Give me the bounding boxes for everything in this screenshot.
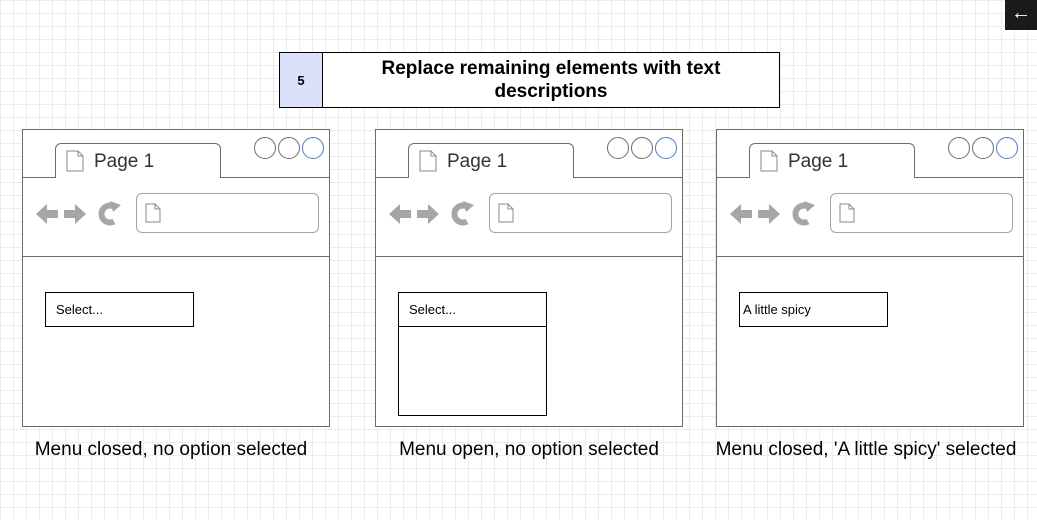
dropdown-options-list[interactable]: [398, 326, 547, 416]
back-arrow-button[interactable]: ←: [1005, 0, 1037, 30]
select-dropdown[interactable]: A little spicy: [739, 292, 888, 327]
step-title: Replace remaining elements with text des…: [323, 52, 780, 108]
browser-tab[interactable]: Page 1: [408, 143, 574, 178]
window-controls: [948, 137, 1018, 159]
window-maximize-icon[interactable]: [278, 137, 300, 159]
window-controls: [607, 137, 677, 159]
back-arrow-icon[interactable]: [389, 204, 411, 224]
address-bar[interactable]: [136, 193, 319, 233]
address-bar[interactable]: [489, 193, 672, 233]
tab-label: Page 1: [94, 151, 155, 172]
back-arrow-icon[interactable]: [36, 204, 58, 224]
tab-label: Page 1: [447, 151, 508, 172]
browser-tab[interactable]: Page 1: [749, 143, 915, 178]
select-dropdown[interactable]: Select...: [398, 292, 547, 327]
back-arrow-icon[interactable]: [730, 204, 752, 224]
window-close-icon[interactable]: [302, 137, 324, 159]
refresh-icon[interactable]: [792, 201, 816, 226]
browser-tab[interactable]: Page 1: [55, 143, 221, 178]
forward-arrow-icon[interactable]: [417, 204, 439, 224]
navigation-icons: [36, 201, 121, 226]
window-minimize-icon[interactable]: [254, 137, 276, 159]
page-icon: [839, 203, 855, 223]
browser-mockup-selected: Page 1 A little spicy: [716, 129, 1024, 427]
page-icon: [145, 203, 161, 223]
panel-caption: Menu closed, no option selected: [34, 439, 308, 460]
window-minimize-icon[interactable]: [948, 137, 970, 159]
forward-arrow-icon[interactable]: [64, 204, 86, 224]
browser-mockup-open: Page 1 Select...: [375, 129, 683, 427]
panel-caption: Menu closed, 'A little spicy' selected: [715, 439, 1017, 460]
page-icon: [419, 150, 437, 172]
address-bar[interactable]: [830, 193, 1013, 233]
page-icon: [760, 150, 778, 172]
browser-mockup-closed: Page 1 Select...: [22, 129, 330, 427]
window-minimize-icon[interactable]: [607, 137, 629, 159]
toolbar-divider: [717, 256, 1023, 257]
window-close-icon[interactable]: [655, 137, 677, 159]
navigation-icons: [389, 201, 475, 226]
panel-caption: Menu open, no option selected: [399, 439, 659, 460]
toolbar-divider: [23, 256, 329, 257]
page-icon: [66, 150, 84, 172]
refresh-icon[interactable]: [451, 201, 475, 226]
page-icon: [498, 203, 514, 223]
tab-label: Page 1: [788, 151, 849, 172]
window-close-icon[interactable]: [996, 137, 1018, 159]
toolbar-divider: [376, 256, 682, 257]
arrow-left-icon: ←: [1011, 2, 1031, 24]
refresh-icon[interactable]: [98, 201, 121, 226]
window-controls: [254, 137, 324, 159]
select-dropdown[interactable]: Select...: [45, 292, 194, 327]
step-number-badge: 5: [279, 52, 323, 108]
window-maximize-icon[interactable]: [631, 137, 653, 159]
navigation-icons: [730, 201, 816, 226]
forward-arrow-icon[interactable]: [758, 204, 780, 224]
window-maximize-icon[interactable]: [972, 137, 994, 159]
